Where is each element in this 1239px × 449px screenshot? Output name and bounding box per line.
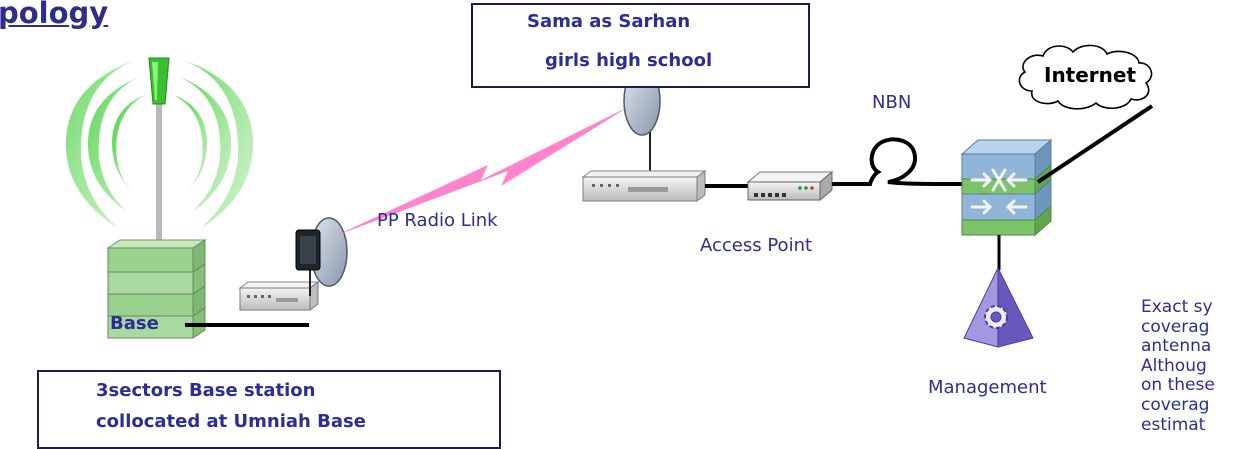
internet-uplink-line <box>1036 104 1154 184</box>
sector-antenna-icon <box>148 57 170 105</box>
base-box-line-2: collocated at Umniah Base <box>96 411 366 432</box>
base-radio-unit-icon <box>238 281 320 311</box>
school-site-box: Sama as Sarhan girls high school <box>471 3 810 88</box>
base-station-icon <box>106 239 207 339</box>
note-line: on these <box>1141 375 1215 396</box>
school-radio-unit-icon <box>581 170 707 202</box>
base-box-line-1: 3sectors Base station <box>96 380 316 401</box>
note-line: Althoug <box>1141 355 1207 376</box>
internet-cloud-icon <box>1018 44 1153 110</box>
note-line: Exact sy <box>1141 297 1213 317</box>
nbn-label: NBN <box>872 92 912 113</box>
page-title: pology <box>0 0 109 30</box>
base-station-box: 3sectors Base station collocated at Umni… <box>37 370 501 449</box>
base-label: Base <box>110 313 159 334</box>
note-line: coverag <box>1141 394 1210 415</box>
internet-label: Internet <box>1044 63 1137 87</box>
note-line: antenna <box>1141 336 1212 357</box>
topology-diagram <box>65 44 1154 348</box>
pp-radio-link-bolt <box>335 106 630 236</box>
pp-radio-link-label: PP Radio Link <box>377 210 498 231</box>
nbn-fiber-loop <box>832 137 963 186</box>
core-switch-icon <box>960 138 1053 237</box>
management-icon <box>963 267 1034 348</box>
coverage-note: Exact sy coverag antenna Althoug on thes… <box>1141 297 1239 435</box>
tower-mast <box>156 100 162 260</box>
access-point-label: Access Point <box>700 235 813 256</box>
gear-icon <box>984 305 1008 329</box>
note-line: coverag <box>1141 316 1210 337</box>
base-dish-antenna-icon <box>295 217 348 296</box>
management-label: Management <box>928 377 1047 398</box>
access-point-icon <box>746 170 834 202</box>
note-line: estimat <box>1141 414 1206 435</box>
radio-waves-icon <box>65 60 254 228</box>
school-box-line-2: girls high school <box>545 50 713 71</box>
base-station-tower <box>65 57 254 339</box>
school-box-line-1: Sama as Sarhan <box>527 11 691 32</box>
